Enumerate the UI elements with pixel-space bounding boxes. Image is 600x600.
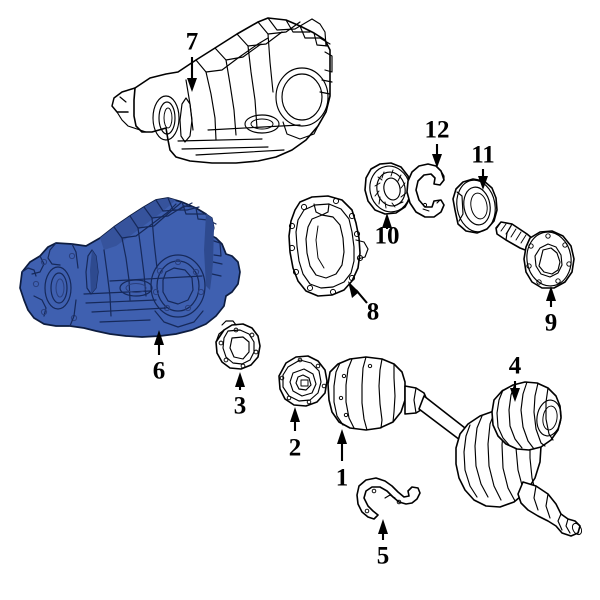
callout-number-5[interactable]: 5 [376,542,390,570]
callout-number-4[interactable]: 4 [508,352,522,380]
part-3-output-shaft-flange-cover[interactable] [215,320,261,370]
callout-number-10[interactable]: 10 [374,222,400,250]
callout-number-11[interactable]: 11 [471,141,495,169]
callout-leaders [154,57,556,540]
part-10-ball-bearing[interactable] [364,162,414,215]
part-9-stub-shaft[interactable] [495,221,575,289]
part-2-axle-flange-disc[interactable] [278,355,328,407]
callout-number-7[interactable]: 7 [185,28,199,56]
callout-number-8[interactable]: 8 [366,298,380,326]
part-6-differential-housing-highlighted[interactable] [19,197,241,338]
callout-number-2[interactable]: 2 [288,434,302,462]
callout-number-1[interactable]: 1 [335,464,349,492]
part-7-differential-housing-upper[interactable] [111,17,333,164]
callout-number-3[interactable]: 3 [233,392,247,420]
callout-number-9[interactable]: 9 [544,309,558,337]
part-8-rear-cover-plate[interactable] [288,195,369,297]
part-11-oil-seal[interactable] [452,177,499,235]
part-5-retaining-clip[interactable] [356,477,421,520]
part-12-snap-ring[interactable] [406,163,445,218]
callout-number-6[interactable]: 6 [152,357,166,385]
callout-number-12[interactable]: 12 [424,116,450,144]
part-4-cv-joint-boot[interactable] [491,381,563,451]
